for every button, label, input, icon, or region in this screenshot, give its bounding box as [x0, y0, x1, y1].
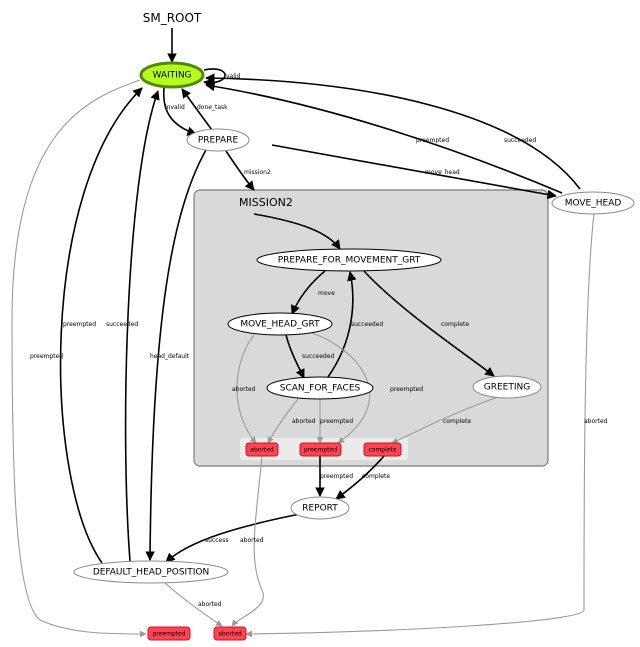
outcome-root-aborted-label: aborted: [218, 631, 242, 638]
state-default-head-position-shape: [73, 560, 229, 584]
outcome-root-preempted[interactable]: preempted: [147, 626, 191, 641]
outcome-m2-complete-box: [363, 442, 402, 457]
edge-label-complete-report: complete: [362, 473, 390, 480]
edge-label-complete-prep: complete: [441, 321, 469, 328]
state-greeting-shape: [472, 375, 542, 399]
outcome-m2-aborted-label: aborted: [250, 447, 274, 454]
edge-label-success: success: [205, 537, 228, 544]
edge-label-head-default: head_default: [150, 353, 190, 360]
edge-movehead-succeeded-to-waiting: [205, 73, 581, 190]
state-move-head-grt-shape: [227, 312, 333, 336]
edge-report-success: [165, 513, 301, 563]
sm-root-label: SM_ROOT: [143, 11, 202, 25]
edge-label-aborted-default: aborted: [198, 601, 222, 608]
edge-label-mission2: mission2: [244, 169, 271, 176]
state-scan-for-faces-shape: [266, 376, 374, 400]
mission2-title: MISSION2: [239, 196, 293, 209]
edge-waiting-to-prepare: [162, 87, 197, 136]
edge-label-succeeded-movegrt: succeeded: [302, 353, 334, 360]
edge-scan-succeeded: [327, 271, 357, 378]
edge-label-move: move: [318, 290, 335, 297]
edge-label-valid: valid: [226, 73, 241, 80]
edge-label-aborted-movegrt: aborted: [232, 386, 256, 393]
edge-label-aborted-mission2: aborted: [240, 537, 264, 544]
edge-complete-to-report: [335, 455, 385, 500]
edge-greeting-complete: [391, 396, 499, 444]
edge-movehead-aborted: [245, 213, 595, 638]
edge-label-preempted-outer: preempted: [30, 353, 63, 360]
edge-label-succeeded-default: succeeded: [106, 321, 138, 328]
edge-mission2-aborted: [231, 455, 264, 627]
edge-waiting-preempted-outer: [11, 79, 147, 638]
edge-label-aborted-movehead: aborted: [584, 418, 608, 425]
edge-label-aborted-scan: aborted: [292, 418, 316, 425]
state-prepare-shape: [186, 128, 250, 152]
outcome-m2-aborted[interactable]: aborted: [245, 442, 279, 457]
state-report-shape: [290, 496, 350, 520]
state-scan-for-faces[interactable]: SCAN_FOR_FACES: [266, 376, 374, 400]
edge-label-invalid: invalid: [165, 104, 185, 111]
edge-movegrt-succeeded: [285, 334, 305, 379]
edge-prepgrt-complete: [363, 270, 495, 377]
state-default-head-position[interactable]: DEFAULT_HEAD_POSITION: [73, 560, 229, 584]
state-prepare-label: PREPARE: [198, 136, 239, 146]
edge-prepare-to-waiting: [181, 88, 213, 131]
state-scan-for-faces-label: SCAN_FOR_FACES: [280, 384, 361, 394]
state-move-head[interactable]: MOVE_HEAD: [551, 191, 635, 215]
edge-default-preempted-to-waiting: [59, 87, 143, 564]
edge-prepare-to-mission2: [225, 150, 255, 191]
outcome-m2-complete-label: complete: [368, 447, 396, 454]
edge-prepare-to-movehead: [271, 144, 557, 200]
state-prepare-for-movement-grt[interactable]: PREPARE_FOR_MOVEMENT_GRT: [256, 248, 442, 272]
outcome-m2-complete[interactable]: complete: [363, 442, 402, 457]
outcome-root-preempted-label: preempted: [152, 631, 185, 638]
state-report[interactable]: REPORT: [290, 496, 350, 520]
state-greeting[interactable]: GREETING: [472, 375, 542, 399]
state-report-label: REPORT: [302, 504, 338, 514]
state-prepare-for-movement-grt-label: PREPARE_FOR_MOVEMENT_GRT: [278, 256, 421, 266]
state-waiting-shape: [139, 61, 205, 89]
state-move-head-shape: [551, 191, 635, 215]
edge-label-preempted-scan: preempted: [320, 418, 353, 425]
state-move-head-label: MOVE_HEAD: [565, 199, 622, 209]
outcome-root-preempted-box: [147, 626, 191, 641]
edge-default-succeeded-to-waiting: [124, 90, 160, 562]
outcome-m2-preempted-box: [299, 442, 342, 457]
state-prepare[interactable]: PREPARE: [186, 128, 250, 152]
edge-default-aborted: [163, 581, 223, 627]
edge-prepgrt-move: [290, 270, 326, 315]
edge-label-succeeded-movehead: succeeded: [504, 137, 536, 144]
edge-label-move-head: move_head: [425, 169, 460, 176]
outcome-root-aborted-box: [213, 626, 247, 641]
edge-label-done-task: done_task: [197, 104, 228, 111]
edge-prepare-to-default: [145, 149, 207, 561]
edge-scan-aborted: [267, 398, 299, 444]
state-move-head-grt[interactable]: MOVE_HEAD_GRT: [227, 312, 333, 336]
state-prepare-for-movement-grt-shape: [256, 248, 442, 272]
edge-movehead-preempted-to-waiting: [205, 81, 563, 194]
outcome-m2-preempted[interactable]: preempted: [299, 442, 342, 457]
edge-mission2-entry: [253, 213, 341, 250]
state-waiting-label: WAITING: [152, 71, 191, 81]
edge-movegrt-preempted: [311, 332, 371, 444]
outcome-m2-preempted-label: preempted: [304, 447, 337, 454]
edge-label-succeeded-scan: succeeded: [351, 321, 383, 328]
edge-label-preempted-report: preempted: [320, 473, 353, 480]
state-move-head-grt-label: MOVE_HEAD_GRT: [240, 320, 320, 330]
state-greeting-label: GREETING: [484, 383, 530, 393]
edge-waiting-valid-self: [203, 68, 226, 88]
edge-label-preempted-default: preempted: [63, 321, 96, 328]
edge-label-preempted-movegrt: preempted: [390, 386, 423, 393]
state-default-head-position-label: DEFAULT_HEAD_POSITION: [93, 568, 209, 578]
outcome-m2-aborted-box: [245, 442, 279, 457]
edge-label-complete-greeting: complete: [443, 418, 471, 425]
state-waiting[interactable]: WAITING: [139, 61, 205, 89]
edge-label-preempted-movehead: preempted: [416, 137, 449, 144]
outcome-root-aborted[interactable]: aborted: [213, 626, 247, 641]
edge-movegrt-aborted: [236, 334, 257, 444]
